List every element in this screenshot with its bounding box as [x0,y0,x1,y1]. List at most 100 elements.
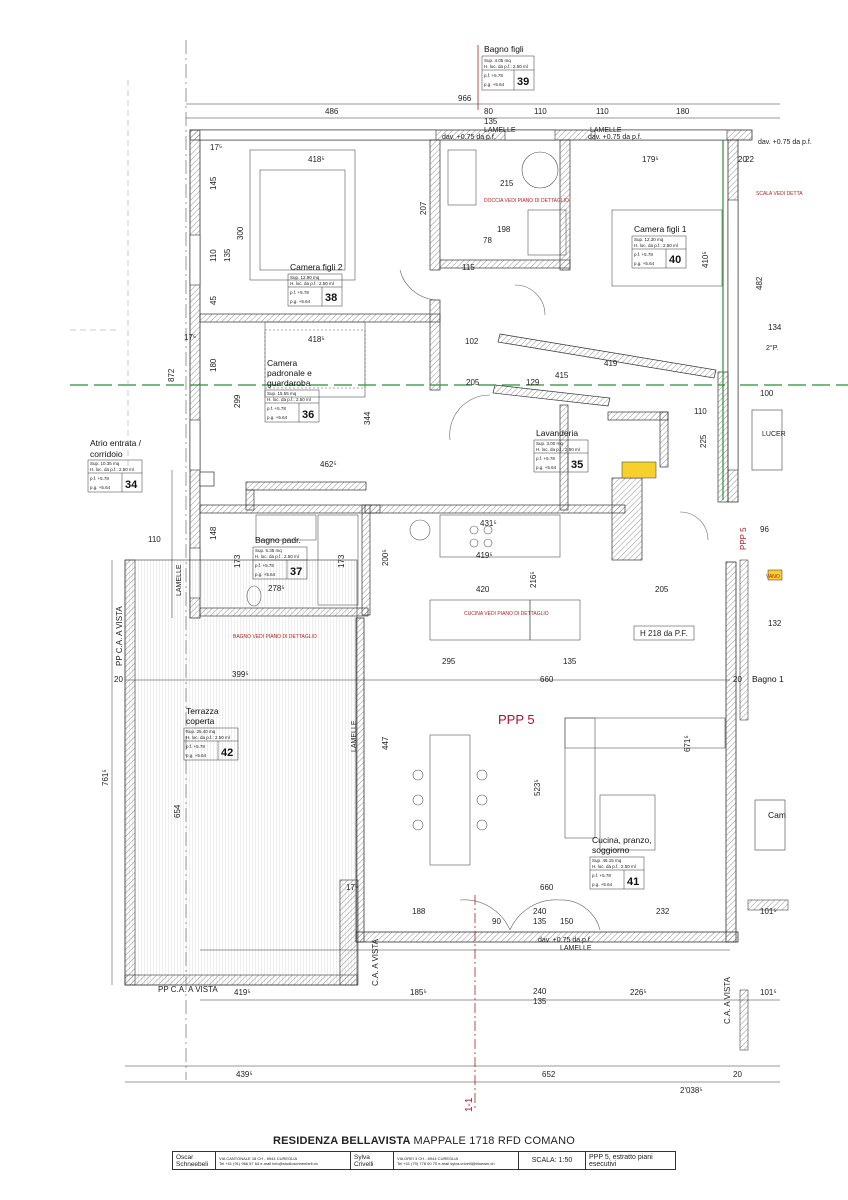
dim-r101a: 101⁵ [760,907,777,916]
scale: SCALA: 1:50 [519,1152,586,1169]
title-block: RESIDENZA BELLAVISTA MAPPALE 1718 RFD CO… [172,1135,676,1170]
room-num: 40 [669,254,681,266]
architect-1-name: Oscar Schneebeli [173,1152,216,1169]
room-h: H. loc. da p.f.: 2.50 ml [186,735,230,740]
room-sup: Sup. 4.05 mq [484,58,511,63]
note-scala: SCALA VEDI DETTA [756,191,803,197]
room-pf: p.f. +5.78 [255,563,274,568]
right-cam: Cam [768,810,786,820]
dim-135m: 135 [563,657,577,666]
room-pg: p.g. +5.64 [186,753,207,758]
dim-v173a: 173 [233,554,242,568]
dim-v110a: 110 [209,249,218,262]
room-pf: p.f. +5.78 [186,744,205,749]
ca-vista-1: C.A. A VISTA [371,938,380,986]
dim-115: 115 [462,263,475,272]
room-num: 41 [627,876,639,888]
note-dav-4: dav. +0.75 da p.f. [758,139,812,146]
note-dav-1: dav. +0.75 da p.f. [442,134,496,141]
dim-v761: 761⁵ [101,769,110,786]
dim-v173b: 173 [337,554,346,568]
dim-r22: 22 [745,155,754,164]
room-name-2: soggiorno [592,845,630,855]
room-name-1: Terrazza [186,706,219,716]
title-block-table: Oscar Schneebeli VIA CANTONALE 18 CH - 6… [172,1151,676,1170]
room-h: H. loc. da p.f.: 2.50 ml [255,554,299,559]
dim-17b: 17⁵ [184,333,196,342]
section-line [70,40,479,1110]
ppp-label: PPP 5 [498,712,535,727]
dim-top-966: 966 [458,94,472,103]
dim-r100: 100 [760,389,774,398]
top-windows [189,129,739,599]
ca-vista-2: C.A. A VISTA [723,976,732,1024]
dim-129: 129 [526,378,540,387]
room-cucina: Cucina, pranzo, soggiorno Sup. 46.15 mq … [589,835,652,890]
section-marker: 1-1 [464,1097,475,1112]
room-pg: p.g. +5.64 [290,299,311,304]
dim-278: 278⁵ [268,584,285,593]
dim-v145: 145 [209,176,218,190]
room-sup: Sup. 3.00 mq [536,441,563,446]
dim-399: 399⁵ [232,670,249,679]
title-rest: MAPPALE 1718 RFD COMANO [413,1135,575,1147]
right-edge-labels: LUCER Bagno 1 Cam 2°P. VANO [752,344,786,820]
room-num: 42 [221,747,233,759]
dim-240b: 240 [533,987,547,996]
room-num: 34 [125,479,138,491]
dim-v654: 654 [173,804,182,818]
dim-135b: 135 [533,917,547,926]
room-pf: p.f. +5.78 [634,252,653,257]
note-dav-3: dav. +0.75 da p.f. [538,937,592,944]
dim-660a: 660 [540,675,554,684]
room-sup: Sup. 46.15 mq [592,858,622,863]
dim-205b: 205 [655,585,669,594]
room-num: 35 [571,459,583,471]
dim-top-135: 135 [484,117,498,126]
room-pg: p.g. +5.64 [536,465,557,470]
room-h: H. loc. da p.f.: 2.50 ml [592,864,636,869]
dim-418b: 418⁵ [308,335,325,344]
dim-17a: 17⁵ [210,143,222,152]
lamelle-top-2: LAMELLE [590,127,622,134]
room-sup: Sup. 12.30 mq [634,237,664,242]
lamelle-bottom: LAMELLE [560,945,592,952]
dim-17c: 17⁵ [346,883,358,892]
dim-v447: 447 [381,736,390,750]
door-swings [399,269,709,931]
lamelle-living: LAMELLE [351,720,358,752]
architect-2-name: Sylva Crivelli [351,1152,394,1169]
dim-295: 295 [442,657,456,666]
right-lucer: LUCER [762,431,786,438]
room-h: H. loc. da p.f.: 2.50 ml [290,281,334,286]
right-bagno: Bagno 1 [752,674,784,684]
vista-bottom: PP C.A. A VISTA [158,985,218,994]
room-bagno-padr: Bagno padr. Sup. 5.35 mq H. loc. da p.f.… [252,535,308,580]
dim-v482: 482 [755,276,764,290]
dim-r132: 132 [768,619,782,628]
room-terrazza: Terrazza coperta Sup. 25.40 mq H. loc. d… [183,706,239,761]
room-h: H. loc. da p.f.: 2.50 ml [90,467,134,472]
dim-198: 198 [497,225,511,234]
side-ppp: PPP 5 [739,527,748,550]
room-num: 39 [517,76,529,88]
dim-110r: 110 [694,407,707,416]
room-pg: p.g. +5.64 [267,415,288,420]
dim-v523: 523⁵ [533,779,542,796]
room-atrio: Atrio entrata / corridoio Sup. 10.35 mq … [87,438,143,493]
room-name-1: Cucina, pranzo, [592,835,652,845]
dim-419b: 419⁵ [476,551,493,560]
room-sup: Sup. 5.35 mq [255,548,282,553]
dim-top-486: 486 [325,107,339,116]
room-h: H. loc. da p.f.: 2.50 ml [634,243,678,248]
h-note: H 218 da P.F. [640,629,687,638]
room-name: Camera figli 2 [290,262,343,272]
room-bagno-figli: Bagno figli Sup. 4.05 mq H. loc. da p.f.… [481,44,535,91]
room-sup: Sup. 12.90 mq [290,275,320,280]
room-sup: Sup. 10.35 mq [90,461,120,466]
title-bold: RESIDENZA BELLAVISTA [273,1135,411,1147]
room-name-2: corridoio [90,449,123,459]
dim-v225: 225 [699,434,708,448]
dim-78: 78 [483,236,492,245]
